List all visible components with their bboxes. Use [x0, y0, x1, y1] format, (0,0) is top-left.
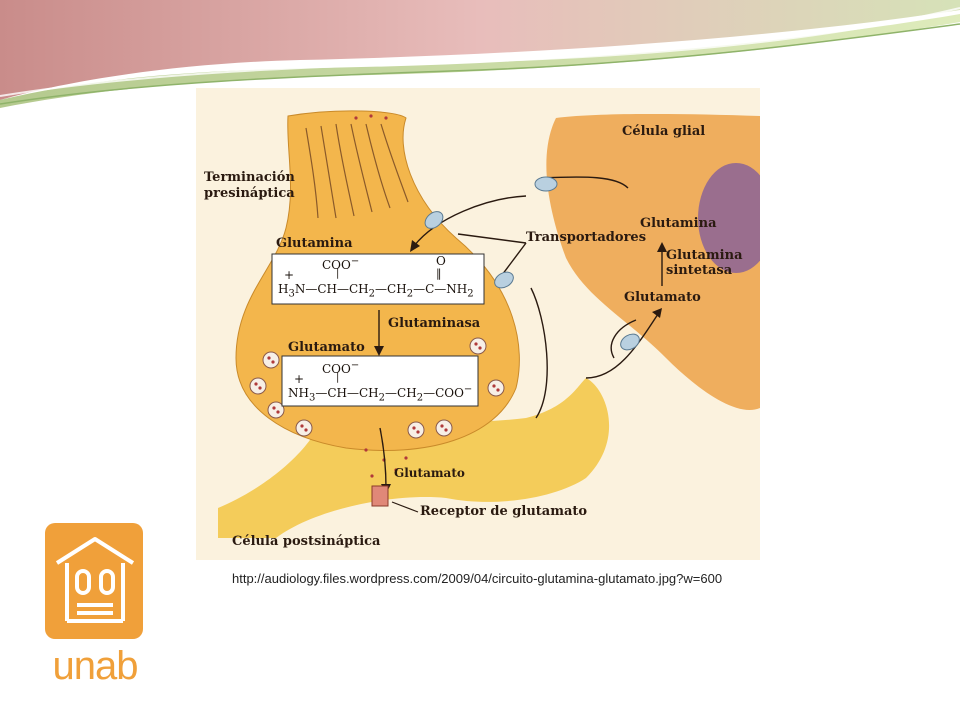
label-synthetase-line2: sintetasa	[666, 263, 733, 278]
glutamate-coo: COO−	[322, 360, 360, 376]
glutamine-oxygen: O	[436, 254, 446, 268]
source-url: http://audiology.files.wordpress.com/200…	[232, 571, 723, 586]
label-presynaptic-line2: presináptica	[204, 186, 295, 201]
header-swoosh	[0, 0, 960, 108]
glutamate-chain: NH3—CH—CH2—CH2—COO−	[288, 384, 473, 404]
label-presynaptic-line1: Terminación	[204, 170, 295, 185]
house-logo-icon	[45, 523, 143, 639]
glutamine-chain: H3N—CH—CH2—CH2—C—NH2	[278, 282, 474, 300]
glial-nucleus	[698, 163, 760, 273]
label-glutamine-top: Glutamina	[276, 236, 353, 251]
label-glial-glutamate: Glutamato	[624, 290, 701, 305]
unab-logo: unab	[45, 523, 145, 688]
glutamine-formula-box	[271, 253, 485, 305]
label-postsynaptic: Célula postsináptica	[232, 534, 381, 549]
glutamate-vbar: |	[336, 372, 340, 383]
label-glutaminase: Glutaminasa	[388, 316, 481, 331]
label-receptor: Receptor de glutamato	[420, 504, 588, 519]
glutamate-receptor-shape	[371, 485, 389, 507]
label-glutamate-mid: Glutamato	[288, 340, 365, 355]
label-synthetase-line1: Glutamina	[666, 248, 743, 263]
glutamate-formula-box	[281, 355, 479, 407]
diagram-art	[196, 88, 760, 560]
postsynaptic-cell	[218, 378, 610, 538]
glutamine-double-bond: ‖	[436, 267, 442, 280]
glutamine-plus: +	[284, 268, 295, 282]
logo-text: unab	[52, 644, 139, 688]
label-glial-cell: Célula glial	[622, 124, 706, 139]
label-transporters: Transportadores	[526, 230, 647, 245]
glutamate-glutamine-diagram: Terminación presináptica Célula glial Gl…	[196, 88, 760, 560]
label-glutamate-cleft: Glutamato	[394, 466, 465, 480]
glutamate-plus: +	[294, 372, 305, 386]
glutamine-coo: COO−	[322, 256, 360, 272]
glutamine-vbar: |	[336, 268, 340, 279]
label-glial-glutamine: Glutamina	[640, 216, 717, 231]
